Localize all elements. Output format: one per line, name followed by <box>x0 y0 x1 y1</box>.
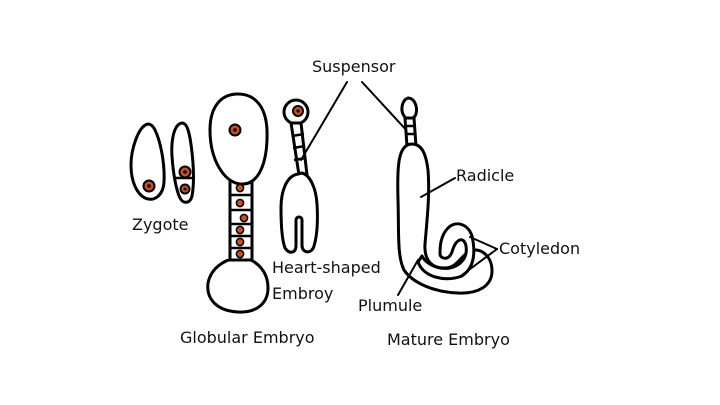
zygote-label: Zygote <box>132 215 189 234</box>
cotyledon-pointer-2 <box>461 248 498 276</box>
radicle-pointer <box>420 177 456 198</box>
heart-embryo-label-line2: Embroy <box>272 284 333 303</box>
plumule-pointer <box>397 259 419 296</box>
suspensor-label: Suspensor <box>312 57 396 76</box>
mature-embryo-label: Mature Embryo <box>387 330 510 349</box>
zygote-cell-b <box>170 121 195 204</box>
cotyledon-label: Cotyledon <box>499 239 580 258</box>
globular-embryo-label: Globular Embryo <box>180 328 315 347</box>
suspensor-nuclei <box>235 183 249 259</box>
suspensor-pointer-heart <box>300 81 348 161</box>
plumule-label: Plumule <box>358 296 422 315</box>
heart-shaped-embryo <box>279 98 319 254</box>
suspensor-pointer-mature <box>361 81 410 134</box>
radicle-label: Radicle <box>456 166 514 185</box>
globular-embryo <box>206 92 270 314</box>
cotyledon-pointer-1 <box>469 236 498 250</box>
zygote-cell-a <box>129 122 166 201</box>
heart-embryo-label-line1: Heart-shaped <box>272 258 381 277</box>
mature-embryo <box>396 96 494 295</box>
